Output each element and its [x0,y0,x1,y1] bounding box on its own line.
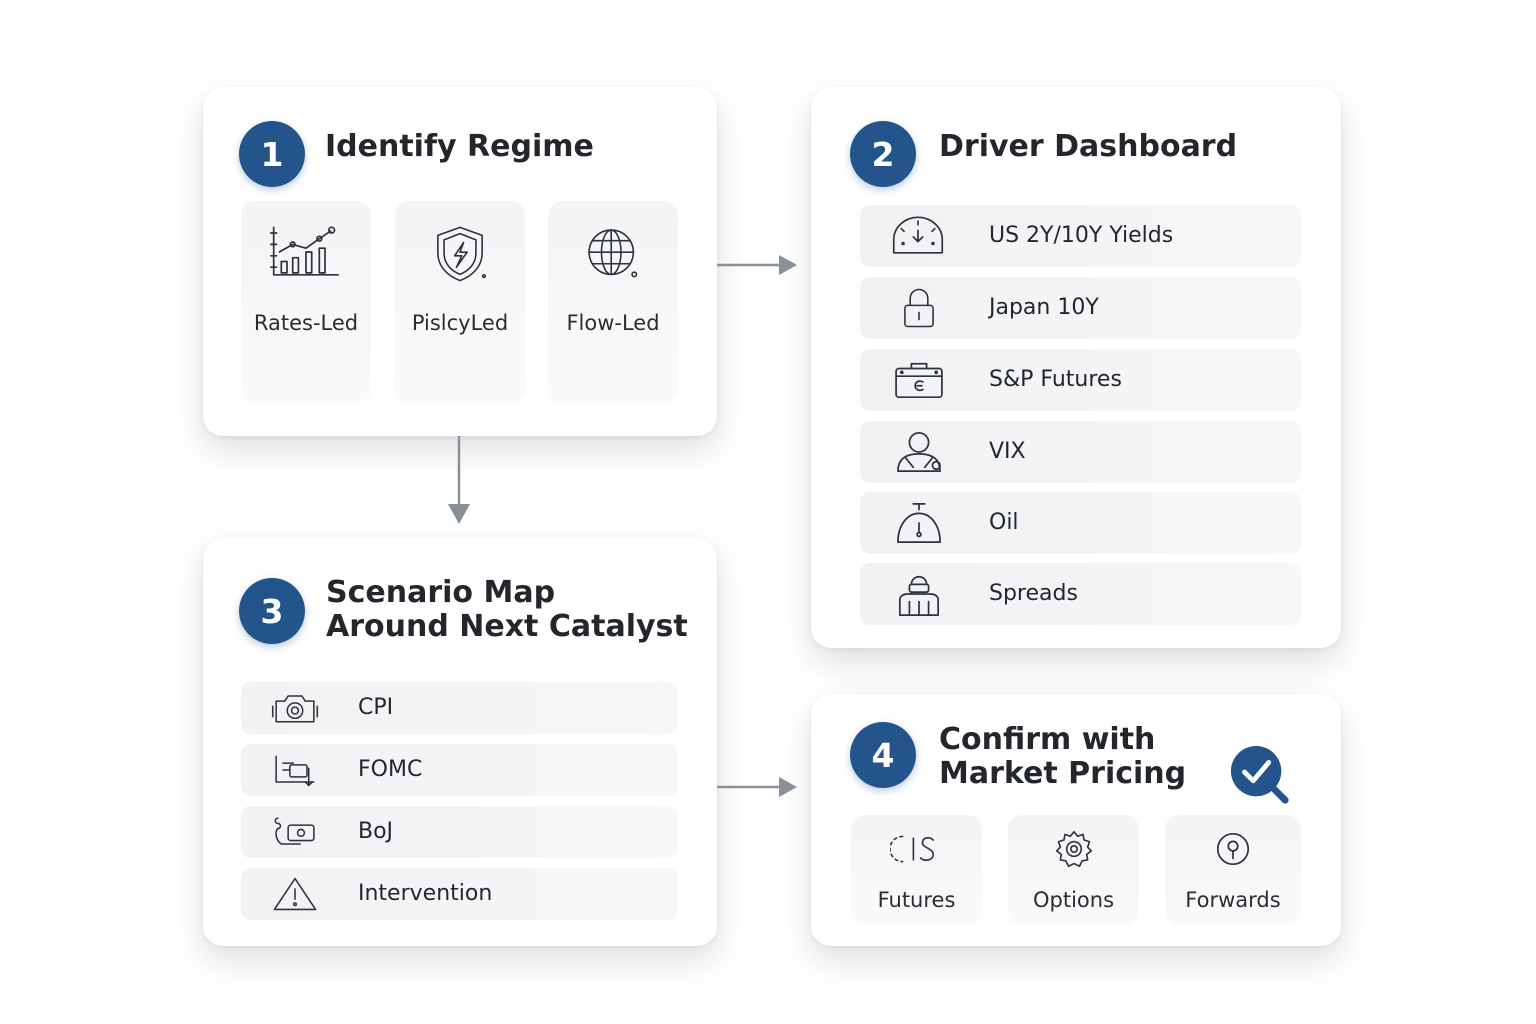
catalyst-label: FOMC [358,757,423,782]
tile-label: Futures [877,888,956,912]
tile-label: Rates-Led [253,311,359,335]
gear-icon [1055,830,1093,868]
step4-card: 4 Confirm with Market Pricing Futures Op… [811,694,1341,946]
tile-label: Forwards [1185,888,1281,912]
arrow-step1-to-step2 [717,255,797,275]
driver-label: S&P Futures [989,367,1122,392]
shield-icon [437,226,487,282]
step3-badge: 3 [239,578,305,644]
driver-label: Japan 10Y [989,295,1099,320]
step1-badge: 1 [239,121,305,187]
catalyst-label: BoJ [358,819,394,844]
catalyst-label: Intervention [358,881,493,906]
catalyst-row-cpi[interactable]: CPI [241,682,678,734]
lock-icon [904,288,934,328]
step2-card: 2 Driver Dashboard US 2Y/10Y Yields Japa… [811,87,1341,648]
step4-title-line2: Market Pricing [939,756,1187,791]
driver-label: Spreads [989,581,1078,606]
driver-row-yields[interactable]: US 2Y/10Y Yields [860,205,1301,267]
driver-row-spreads[interactable]: Spreads [860,563,1301,625]
step4-badge: 4 [850,722,916,788]
globe-icon [588,229,638,278]
step2-badge: 2 [850,121,916,187]
step1-card: 1 Identify Regime Rates-Led PislcyLed [203,87,717,436]
pin-icon [1216,832,1250,866]
step4-title-line1: Confirm with [939,722,1156,757]
tile-policy-led[interactable]: PislcyLed [395,201,525,403]
line-chart-icon [269,226,340,276]
driver-row-japan[interactable]: Japan 10Y [860,277,1301,339]
arrow-step1-to-step3 [448,436,470,524]
arrow-step3-to-step4 [717,777,797,797]
catalyst-label: CPI [358,695,394,720]
tile-rates-led[interactable]: Rates-Led [241,201,371,403]
driver-row-sp-futures[interactable]: S&P Futures [860,349,1301,411]
tile-futures[interactable]: Futures [851,815,982,925]
check-search-icon [1230,745,1289,804]
warning-icon [273,877,317,911]
tile-label: Options [1032,888,1115,912]
step2-title: Driver Dashboard [939,129,1238,164]
camera-icon [271,695,319,723]
gauge-icon [892,216,944,254]
driver-row-oil[interactable]: Oil [860,492,1301,554]
briefcase-icon [895,362,943,399]
driver-row-vix[interactable]: VIX [860,421,1301,483]
timer-icon [897,502,941,544]
tile-flow-led[interactable]: Flow-Led [548,201,678,403]
tile-label: Flow-Led [566,311,660,335]
step3-title-line1: Scenario Map [326,575,556,610]
step3-title-line2: Around Next Catalyst [326,609,688,644]
tile-options[interactable]: Options [1008,815,1139,925]
catalyst-row-intervention[interactable]: Intervention [241,868,678,920]
person-icon [897,431,941,473]
futures-icon [890,835,935,863]
money-icon [274,817,315,845]
driver-label: VIX [989,439,1026,464]
tile-label: PislcyLed [411,311,509,335]
catalyst-row-boj[interactable]: BoJ [241,806,678,858]
tile-forwards[interactable]: Forwards [1165,815,1301,925]
driver-label: Oil [989,510,1019,535]
driver-label: US 2Y/10Y Yields [989,223,1174,248]
building-icon [898,575,940,616]
document-icon [275,755,315,787]
catalyst-row-fomc[interactable]: FOMC [241,744,678,796]
step3-card: 3 Scenario Map Around Next Catalyst CPI … [203,538,717,946]
step1-title: Identify Regime [325,129,594,164]
